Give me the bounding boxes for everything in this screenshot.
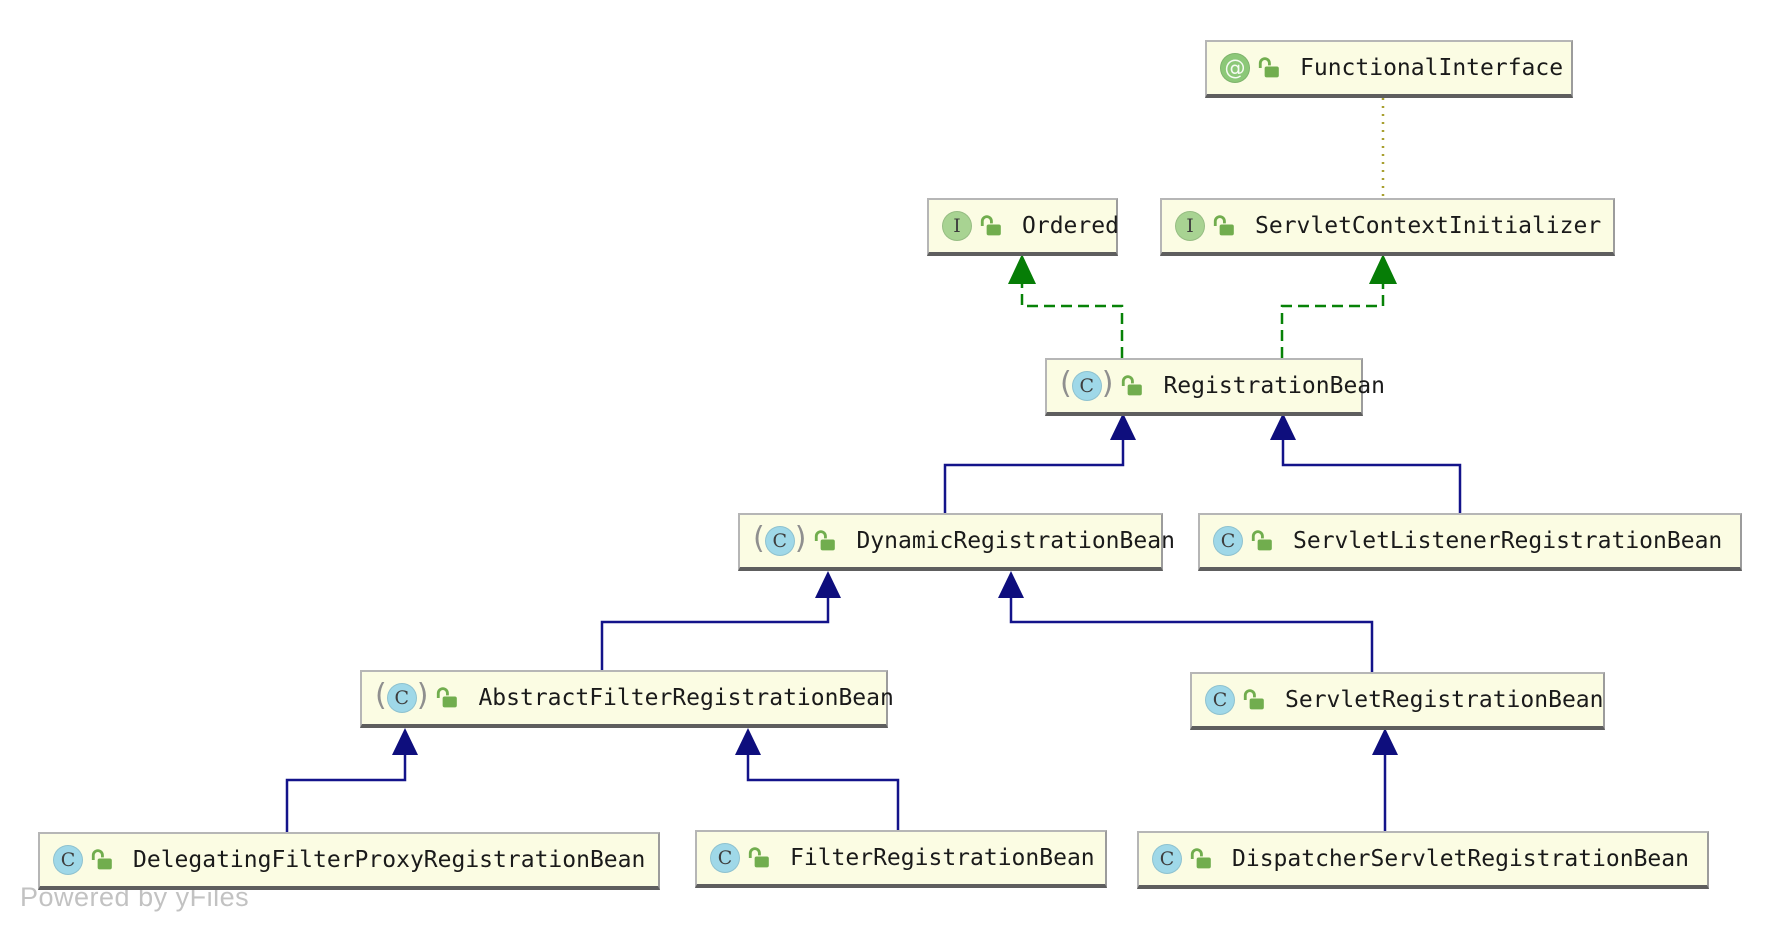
extends-arrowhead-icon [392,728,418,755]
node-dispatcher-servlet-registration-bean[interactable]: C DispatcherServletRegistrationBean [1137,831,1709,889]
node-label: Ordered [1022,213,1119,239]
node-label: DynamicRegistrationBean [856,528,1175,554]
abstract-class-icon: (C) [1060,366,1114,401]
node-abstract-filter-registration-bean[interactable]: (C) AbstractFilterRegistrationBean [360,670,894,728]
node-label: DispatcherServletRegistrationBean [1232,846,1689,872]
node-icons: C [1213,526,1274,556]
extends-edge-line [285,755,407,832]
public-lock-icon [437,687,458,708]
extends-edge-line [746,755,900,830]
node-icons: (C) [1060,366,1144,401]
public-lock-icon [1251,530,1272,551]
annotation-icon: @ [1220,53,1250,83]
node-icons: I [942,211,1003,241]
node-icons: I [1175,211,1236,241]
class-icon: C [53,845,83,875]
public-lock-icon [1243,689,1264,710]
edge-delegating-filter-proxy-registration-bean-to-abstract-filter-registration-bean [285,728,418,832]
public-lock-icon [1213,215,1234,236]
extends-edge-line [1009,598,1374,672]
node-label: RegistrationBean [1163,373,1385,399]
edge-filter-registration-bean-to-abstract-filter-registration-bean [735,728,900,830]
node-icons: (C) [753,521,837,556]
node-label: ServletRegistrationBean [1285,687,1604,713]
extends-arrowhead-icon [1270,413,1296,440]
abstract-class-icon: (C) [753,521,807,556]
extends-arrowhead-icon [998,571,1024,598]
extends-arrowhead-icon [1110,413,1136,440]
node-dynamic-registration-bean[interactable]: (C) DynamicRegistrationBean [738,513,1175,571]
public-lock-icon [91,849,112,870]
implements-arrowhead-icon [1369,254,1397,284]
public-lock-icon [748,847,769,868]
node-delegating-filter-proxy-registration-bean[interactable]: C DelegatingFilterProxyRegistrationBean [38,832,660,890]
node-label: DelegatingFilterProxyRegistrationBean [133,847,646,873]
extends-arrowhead-icon [815,571,841,598]
node-icons: C [1152,844,1213,874]
node-servlet-context-initializer[interactable]: I ServletContextInitializer [1160,198,1615,256]
node-registration-bean[interactable]: (C) RegistrationBean [1045,358,1385,416]
node-filter-registration-bean[interactable]: C FilterRegistrationBean [695,830,1107,888]
extends-edge-line [1281,440,1462,513]
class-icon: C [1152,844,1182,874]
node-icons: C [710,843,771,873]
edge-servlet-registration-bean-to-dynamic-registration-bean [998,571,1374,672]
node-label: ServletListenerRegistrationBean [1293,528,1723,554]
extends-edge-line [600,598,830,670]
node-icons: C [53,845,114,875]
interface-icon: I [942,211,972,241]
extends-arrowhead-icon [1372,728,1398,755]
node-icons: (C) [375,678,459,713]
class-icon: C [710,843,740,873]
node-label: ServletContextInitializer [1255,213,1602,239]
edge-dynamic-registration-bean-to-registration-bean [943,413,1136,513]
implements-edge-line [1020,284,1124,358]
extends-edge-line [943,440,1125,513]
implements-arrowhead-icon [1008,254,1036,284]
abstract-class-icon: (C) [375,678,429,713]
edge-servlet-listener-registration-bean-to-registration-bean [1270,413,1462,513]
edge-dispatcher-servlet-registration-bean-to-servlet-registration-bean [1372,728,1398,831]
edge-registration-bean-to-servlet-context-initializer [1280,254,1397,358]
edge-registration-bean-to-ordered [1008,254,1124,358]
public-lock-icon [1258,57,1279,78]
class-icon: C [1213,526,1243,556]
node-servlet-listener-registration-bean[interactable]: C ServletListenerRegistrationBean [1198,513,1742,571]
class-icon: C [1205,685,1235,715]
node-icons: @ [1220,53,1281,83]
public-lock-icon [980,215,1001,236]
public-lock-icon [1122,375,1143,396]
node-label: FilterRegistrationBean [790,845,1095,871]
node-ordered[interactable]: I Ordered [927,198,1119,256]
node-icons: C [1205,685,1266,715]
node-label: FunctionalInterface [1300,55,1564,81]
node-servlet-registration-bean[interactable]: C ServletRegistrationBean [1190,672,1605,730]
interface-icon: I [1175,211,1205,241]
node-label: AbstractFilterRegistrationBean [478,685,894,711]
public-lock-icon [1190,848,1211,869]
public-lock-icon [815,530,836,551]
implements-edge-line [1280,284,1385,358]
extends-arrowhead-icon [735,728,761,755]
node-functional-interface[interactable]: @ FunctionalInterface [1205,40,1573,98]
edge-abstract-filter-registration-bean-to-dynamic-registration-bean [600,571,841,670]
